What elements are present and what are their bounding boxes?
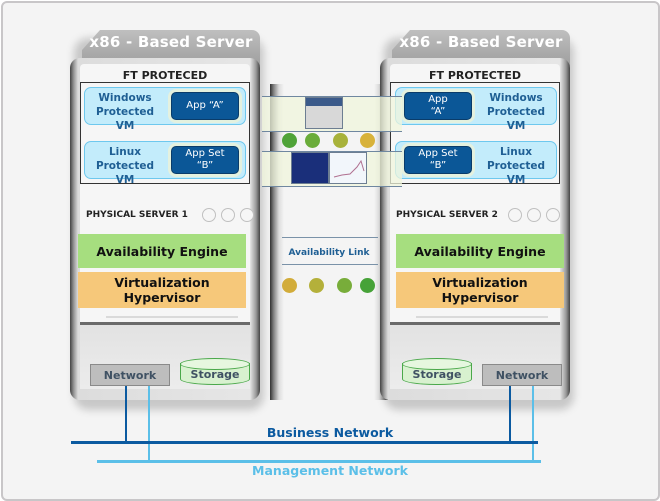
server-chassis: FT PROTECED Windows Protected VM App “A”…	[70, 58, 260, 400]
virtualization-hypervisor: Virtualization Hypervisor	[78, 272, 246, 308]
storage-icon-top	[402, 358, 472, 370]
vm-label-line1: Linux	[108, 146, 141, 158]
availability-engine: Availability Engine	[396, 234, 564, 268]
app-label: App “A”	[186, 100, 224, 111]
business-network-line	[71, 441, 538, 444]
app-label-line1: App Set	[418, 148, 458, 159]
storage-label: Storage	[190, 368, 240, 381]
link-status-dot	[360, 133, 375, 148]
link-status-dot	[337, 278, 352, 293]
network-port[interactable]: Network	[90, 364, 170, 386]
hypervisor-line2: Hypervisor	[441, 290, 519, 305]
app-label-line2: “B”	[196, 160, 214, 171]
status-light	[527, 208, 541, 222]
server-1: x86 - Based Server FT PROTECED Windows P…	[70, 30, 264, 410]
app-label-line1: App	[428, 94, 448, 105]
app-a[interactable]: App“A”	[404, 92, 472, 120]
physical-server-label: PHYSICAL SERVER 2	[396, 210, 498, 220]
vm-label-line2: Protected VM	[95, 106, 155, 132]
link-status-dot	[309, 278, 324, 293]
app-set-b[interactable]: App Set“B”	[404, 146, 472, 174]
server-chassis: FT PROTECTED App“A” Windows Protected VM…	[380, 58, 570, 400]
app-label-line2: “B”	[429, 160, 447, 171]
management-network-drop	[148, 386, 150, 462]
vm-label-line1: Windows	[98, 92, 152, 104]
status-lights	[202, 208, 254, 222]
storage-cylinder[interactable]: Storage	[402, 358, 472, 386]
status-light	[221, 208, 235, 222]
status-light	[240, 208, 254, 222]
hypervisor-line1: Virtualization	[432, 275, 528, 290]
availability-link-line-bottom	[282, 264, 378, 265]
server-2: x86 - Based Server FT PROTECTED App“A” W…	[380, 30, 574, 410]
status-lights	[508, 208, 560, 222]
business-network-drop	[125, 386, 127, 442]
graph-screenshot-icon	[329, 152, 367, 184]
app-a[interactable]: App “A”	[171, 92, 239, 120]
network-port[interactable]: Network	[482, 364, 562, 386]
linux-protected-vm[interactable]: App Set“B” Linux Protected VM	[395, 141, 557, 186]
management-network-drop	[532, 386, 534, 462]
vm-label-line2: Protected VM	[486, 160, 546, 186]
vm-label-line2: Protected VM	[95, 160, 155, 186]
server-title: x86 - Based Server	[89, 33, 253, 51]
vm-label-line2: Protected VM	[486, 106, 546, 132]
virtualization-hypervisor: Virtualization Hypervisor	[396, 272, 564, 308]
availability-engine: Availability Engine	[78, 234, 246, 268]
windows-login-screenshot-icon	[305, 97, 343, 129]
status-light	[202, 208, 216, 222]
link-status-dot	[305, 133, 320, 148]
business-network-drop	[509, 386, 511, 442]
storage-label: Storage	[412, 368, 462, 381]
link-status-dot	[282, 278, 297, 293]
status-light	[546, 208, 560, 222]
app-label-line2: “A”	[430, 106, 446, 117]
dashboard-screenshot-icon	[291, 152, 329, 184]
vm-label-line1: Windows	[489, 92, 543, 104]
management-network-line	[97, 460, 541, 463]
status-light	[508, 208, 522, 222]
divider	[416, 316, 548, 318]
ft-protected-label: FT PROTECED	[122, 69, 208, 82]
windows-protected-vm[interactable]: Windows Protected VM App “A”	[84, 87, 246, 132]
business-network-label: Business Network	[266, 425, 394, 440]
app-set-b[interactable]: App Set“B”	[171, 146, 239, 174]
management-network-label: Management Network	[252, 463, 408, 478]
link-status-dot	[360, 278, 375, 293]
linux-protected-vm[interactable]: Linux Protected VM App Set“B”	[84, 141, 246, 186]
link-status-dot	[282, 133, 297, 148]
ft-protected-label: FT PROTECTED	[429, 69, 521, 82]
vm-label-line1: Linux	[499, 146, 532, 158]
physical-server-label: PHYSICAL SERVER 1	[86, 210, 188, 220]
graph-line-icon	[333, 159, 365, 178]
app-label-line1: App Set	[185, 148, 225, 159]
hypervisor-line1: Virtualization	[114, 275, 210, 290]
divider	[106, 316, 238, 318]
storage-icon-top	[180, 358, 250, 370]
availability-link-line-top	[282, 237, 378, 238]
hypervisor-line2: Hypervisor	[123, 290, 201, 305]
ft-protected-box: Windows Protected VM App “A” Linux Prote…	[80, 82, 250, 186]
ft-protected-box: App“A” Windows Protected VM App Set“B” L…	[390, 82, 560, 186]
server-title: x86 - Based Server	[399, 33, 563, 51]
storage-cylinder[interactable]: Storage	[180, 358, 250, 386]
availability-link-label: Availability Link	[288, 248, 370, 258]
windows-protected-vm[interactable]: App“A” Windows Protected VM	[395, 87, 557, 132]
link-status-dot	[333, 133, 348, 148]
